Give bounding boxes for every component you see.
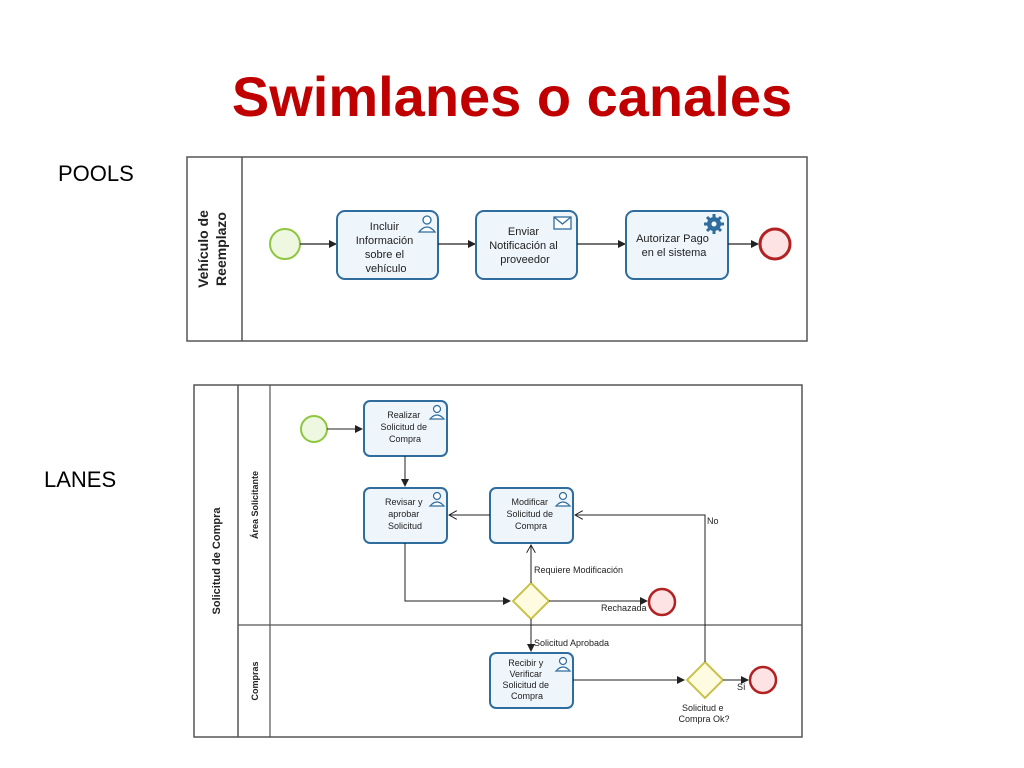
task-2-line-1: Enviar: [508, 226, 540, 238]
task-send-notification[interactable]: [475, 210, 578, 280]
gateway-label-line-1: Solicitud e: [682, 703, 724, 713]
svg-text:Recibir y Verificar: Recibir y Verificar Solicitud de Compra: [502, 658, 551, 701]
exclusive-gateway: [685, 660, 725, 700]
task-b-line-2: aprobar: [388, 509, 419, 519]
task-d-line-1: Recibir y: [508, 658, 544, 668]
svg-text:Autorizar Pago en el sis: Autorizar Pago en el sistema: [636, 233, 712, 259]
task-d-line-4: Compra: [511, 691, 543, 701]
task-1-line-1: Incluir: [370, 221, 400, 233]
sequence-flow: [575, 515, 706, 662]
lanes-diagram: Solicitud de Compra Área Solicitante Com…: [193, 384, 803, 738]
task-b-line-1: Revisar y: [385, 497, 423, 507]
start-event: [269, 228, 301, 260]
task-d-line-3: Solicitud de: [502, 680, 549, 690]
envelope-icon: [553, 216, 572, 230]
user-icon: [428, 491, 446, 507]
lanes-pool-label: Solicitud de Compra: [211, 507, 223, 615]
svg-text:Solicitud e Compra Ok?: Solicitud e Compra Ok?: [678, 703, 729, 724]
task-3-line-1: Autorizar Pago: [636, 233, 709, 245]
task-c-line-3: Compra: [515, 521, 547, 531]
task-a-line-3: Compra: [389, 434, 421, 444]
lane-label-solicitante: Área Solicitante: [250, 471, 260, 539]
svg-text:Enviar Notificación al: Enviar Notificación al proveedor: [489, 226, 561, 266]
user-icon: [417, 215, 437, 233]
slide-title: Swimlanes o canales: [231, 65, 793, 128]
task-3-line-2: en el sistema: [642, 247, 708, 259]
task-2-line-2: Notificación al: [489, 240, 557, 252]
end-event: [758, 227, 792, 261]
task-1-line-3: sobre el: [365, 249, 404, 261]
user-icon: [554, 491, 572, 507]
task-b-line-3: Solicitud: [388, 521, 422, 531]
flow-label-yes: Sí: [737, 682, 746, 692]
lanes-label: LANES: [44, 467, 117, 492]
task-1-line-2: Información: [356, 235, 413, 247]
task-c-line-1: Modificar: [511, 497, 548, 507]
lane-label-compras: Compras: [250, 661, 260, 700]
pool-diagram: Vehículo de Reemplazo Incluir Informació…: [186, 156, 808, 342]
flow-label-approved: Solicitud Aprobada: [534, 638, 609, 648]
pool-label-line-1: Vehículo de: [195, 210, 211, 288]
sequence-flow: [404, 543, 511, 605]
user-icon: [428, 404, 446, 420]
gear-icon: [704, 214, 724, 234]
task-2-line-3: proveedor: [500, 254, 550, 266]
task-authorize-payment[interactable]: [625, 210, 729, 280]
start-event: [300, 415, 328, 443]
svg-text:Incluir Información: Incluir Información sobre el vehículo: [356, 221, 417, 275]
pools-label: POOLS: [58, 161, 134, 186]
gateway-label-line-2: Compra Ok?: [678, 714, 729, 724]
task-c-line-2: Solicitud de: [506, 509, 553, 519]
task-include-info[interactable]: [336, 210, 439, 280]
svg-text:Revisar y aprobar: Revisar y aprobar Solicitud: [385, 497, 425, 531]
end-event: [647, 587, 677, 617]
flow-label-rejected: Rechazada: [601, 603, 647, 613]
svg-text:Realizar Solicitud de: Realizar Solicitud de Compra: [380, 410, 429, 444]
task-1-line-4: vehículo: [366, 263, 407, 275]
task-d-line-2: Verificar: [509, 669, 542, 679]
end-event: [748, 665, 778, 695]
flow-label-requires-modification: Requiere Modificación: [534, 565, 623, 575]
flow-label-no: No: [707, 516, 719, 526]
task-a-line-2: Solicitud de: [380, 422, 427, 432]
svg-text:Modificar Solicitud de: Modificar Solicitud de Compra: [506, 497, 555, 531]
task-a-line-1: Realizar: [387, 410, 420, 420]
pool-label-line-2: Reemplazo: [213, 212, 229, 286]
user-icon: [554, 656, 572, 672]
